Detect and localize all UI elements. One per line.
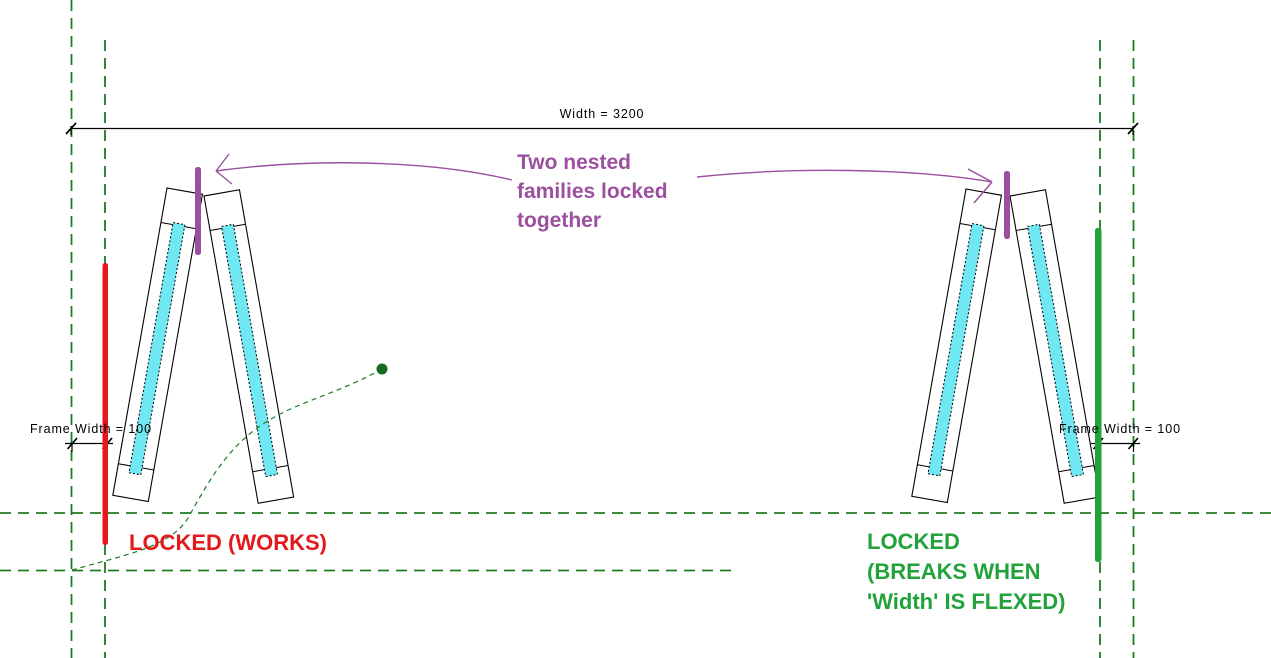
dimension-frame-width-right-label[interactable]: Frame Width = 100	[1059, 422, 1181, 436]
note-locked-breaks[interactable]: LOCKED (BREAKS WHEN 'Width' IS FLEXED)	[867, 527, 1065, 617]
glass-panel[interactable]	[128, 222, 186, 476]
note-nested-families[interactable]: Two nested families locked together	[517, 148, 668, 235]
glass-panel[interactable]	[927, 223, 985, 477]
note-locked-works[interactable]: LOCKED (WORKS)	[129, 530, 327, 555]
purple-lock-bar-right-icon[interactable]	[1004, 171, 1010, 239]
left-window-right-sash[interactable]	[203, 189, 295, 504]
purple-lock-bar-left-icon[interactable]	[195, 167, 201, 255]
arrow-to-left-bar[interactable]	[215, 162, 513, 181]
glass-panel[interactable]	[220, 223, 279, 478]
left-window-family[interactable]	[112, 187, 295, 504]
dimension-frame-width-left-label[interactable]: Frame Width = 100	[30, 422, 152, 436]
right-window-left-sash[interactable]	[911, 188, 1003, 504]
arrowhead-right-icon	[967, 168, 993, 204]
annotation-arrows	[215, 153, 993, 204]
red-lock-bar-icon[interactable]	[102, 263, 109, 545]
dimension-width-label[interactable]: Width = 3200	[559, 107, 645, 121]
dimension-width[interactable]	[65, 122, 1139, 135]
note-locked-breaks-line3: 'Width' IS FLEXED)	[867, 589, 1066, 614]
arrow-to-right-bar[interactable]	[696, 169, 993, 183]
note-locked-breaks-line1: LOCKED	[867, 529, 960, 554]
note-locked-breaks-line2: (BREAKS WHEN	[867, 559, 1041, 584]
note-nested-families-line1: Two nested	[517, 151, 631, 174]
arrowhead-left-icon	[215, 153, 233, 185]
right-window-family[interactable]	[911, 188, 1101, 504]
right-window-right-sash[interactable]	[1009, 189, 1101, 504]
glass-panel[interactable]	[1026, 223, 1085, 478]
note-nested-families-line2: families locked	[517, 180, 668, 203]
green-lock-bar-icon[interactable]	[1095, 228, 1102, 562]
note-nested-families-line3: together	[517, 209, 601, 232]
leader-dot-icon[interactable]	[376, 363, 388, 375]
left-window-left-sash[interactable]	[112, 187, 204, 503]
leader-curve[interactable]	[71, 368, 383, 571]
